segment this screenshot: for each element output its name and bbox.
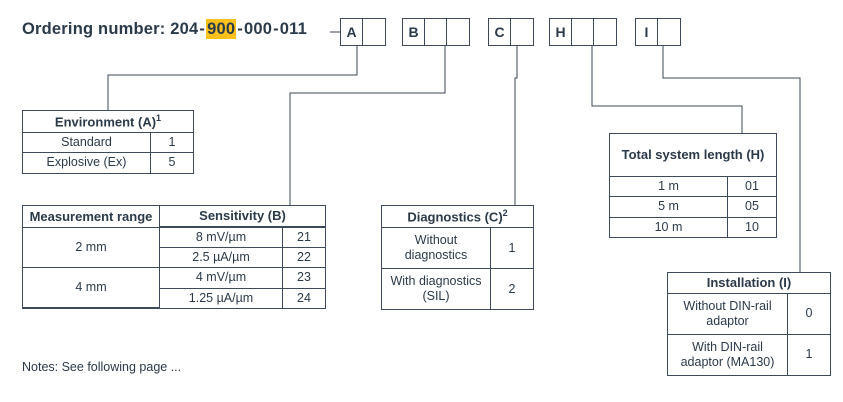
table-row[interactable]: With DIN-rail adaptor (MA130) 1 — [668, 333, 830, 375]
table-environment-title: Environment (A)1 — [23, 111, 193, 134]
table-environment-title-superscript: 1 — [156, 113, 162, 123]
ordering-number-label: Ordering number: — [22, 20, 166, 38]
table-measurement-sensitivity: Measurement range Sensitivity (B) 2 mm 8… — [22, 205, 326, 310]
total-length-label-0: 1 m — [610, 175, 728, 198]
ordering-segment-4: 011 — [279, 20, 308, 38]
connector-h — [591, 46, 743, 133]
code-cell-h-letter: H — [550, 19, 572, 45]
code-group-h[interactable]: H — [549, 18, 617, 46]
code-group-c[interactable]: C — [488, 18, 534, 46]
measurement-range-0: 2 mm — [23, 226, 160, 269]
diagnostics-label-1: With diagnostics (SIL) — [382, 268, 491, 310]
installation-label-1: With DIN-rail adaptor (MA130) — [668, 333, 788, 375]
sensitivity-code-0-1: 22 — [282, 247, 325, 269]
table-installation: Installation (I) Without DIN-rail adapto… — [667, 272, 831, 376]
notes-text: Notes: See following page ... — [22, 360, 182, 374]
sensitivity-value-1-0: 4 mV/µm — [159, 267, 283, 289]
table-diagnostics: Diagnostics (C)2 Without diagnostics 1 W… — [381, 205, 534, 311]
code-cell-i-1[interactable] — [658, 19, 680, 45]
code-cell-b-2[interactable] — [447, 19, 469, 45]
table-row[interactable]: With diagnostics (SIL) 2 — [382, 268, 533, 310]
table-row[interactable]: Standard 1 — [23, 132, 193, 154]
environment-label-1: Explosive (Ex) — [23, 152, 151, 173]
ordering-number-headline: Ordering number: 204-900-000-011 — [22, 19, 308, 39]
total-length-label-2: 10 m — [610, 216, 728, 237]
environment-label-0: Standard — [23, 132, 151, 154]
sensitivity-code-0-0: 21 — [282, 226, 325, 249]
code-cell-h-1[interactable] — [572, 19, 594, 45]
code-cell-c-letter: C — [489, 19, 511, 45]
table-diagnostics-title-superscript: 2 — [502, 208, 508, 218]
code-cell-a-letter: A — [341, 19, 363, 45]
connector-c — [514, 46, 518, 205]
sensitivity-value-0-0: 8 mV/µm — [159, 226, 283, 249]
table-environment: Environment (A)1 Standard 1 Explosive (E… — [22, 110, 194, 174]
table-row[interactable]: 2 mm 8 mV/µm 21 — [23, 226, 325, 269]
table-row[interactable]: 4 mm 4 mV/µm 23 — [23, 267, 325, 309]
table-row[interactable]: 5 m 05 — [610, 196, 776, 218]
ordering-separator-2: - — [237, 20, 243, 38]
code-cell-c-1[interactable] — [511, 19, 533, 45]
code-cell-a-1[interactable] — [363, 19, 385, 45]
sensitivity-value-1-1: 1.25 µA/µm — [159, 287, 283, 308]
sensitivity-value-0-1: 2.5 µA/µm — [159, 247, 283, 269]
code-group-i[interactable]: I — [635, 18, 681, 46]
total-length-code-1: 05 — [727, 196, 776, 218]
connector-b — [289, 46, 446, 205]
total-length-code-2: 10 — [727, 216, 776, 237]
table-row[interactable]: 2.5 µA/µm 22 — [23, 247, 325, 269]
code-cell-i-letter: I — [636, 19, 658, 45]
table-row[interactable]: Explosive (Ex) 5 — [23, 152, 193, 173]
ordering-segment-3: 000 — [243, 20, 273, 38]
code-cell-b-1[interactable] — [425, 19, 447, 45]
installation-code-1: 1 — [787, 333, 830, 375]
table-installation-title: Installation (I) — [668, 273, 830, 294]
total-length-label-1: 5 m — [610, 196, 728, 218]
diagnostics-code-1: 2 — [490, 268, 533, 310]
table-row[interactable]: 1.25 µA/µm 24 — [23, 287, 325, 308]
table-sensitivity-title: Sensitivity (B) — [159, 206, 325, 227]
code-cell-b-letter: B — [403, 19, 425, 45]
sensitivity-code-1-1: 24 — [282, 287, 325, 308]
measurement-range-1: 4 mm — [23, 267, 160, 309]
environment-code-0: 1 — [150, 132, 193, 154]
table-total-system-length: Total system length (H) 1 m 01 5 m 05 10… — [609, 133, 777, 238]
ordering-separator-1: - — [199, 20, 206, 38]
environment-code-1: 5 — [150, 152, 193, 173]
installation-code-0: 0 — [787, 292, 830, 335]
diagnostics-code-0: 1 — [490, 227, 533, 270]
code-group-b[interactable]: B — [402, 18, 470, 46]
ordering-separator-3: - — [273, 20, 279, 38]
ordering-segment-1: 204 — [170, 20, 199, 38]
installation-label-0: Without DIN-rail adaptor — [668, 292, 788, 335]
table-measurement-title: Measurement range — [23, 206, 160, 228]
table-row[interactable]: Without DIN-rail adaptor 0 — [668, 292, 830, 335]
sensitivity-code-1-0: 23 — [282, 267, 325, 289]
code-group-a[interactable]: A — [340, 18, 386, 46]
table-total-length-title: Total system length (H) — [610, 134, 776, 177]
total-length-code-0: 01 — [727, 175, 776, 198]
table-diagnostics-title: Diagnostics (C)2 — [382, 206, 533, 229]
table-row[interactable]: Without diagnostics 1 — [382, 227, 533, 270]
code-cell-h-2[interactable] — [594, 19, 616, 45]
diagnostics-label-0: Without diagnostics — [382, 227, 491, 270]
connector-a — [107, 46, 358, 110]
table-row[interactable]: 10 m 10 — [610, 216, 776, 237]
table-row[interactable]: 1 m 01 — [610, 175, 776, 198]
ordering-segment-highlight: 900 — [206, 19, 237, 39]
